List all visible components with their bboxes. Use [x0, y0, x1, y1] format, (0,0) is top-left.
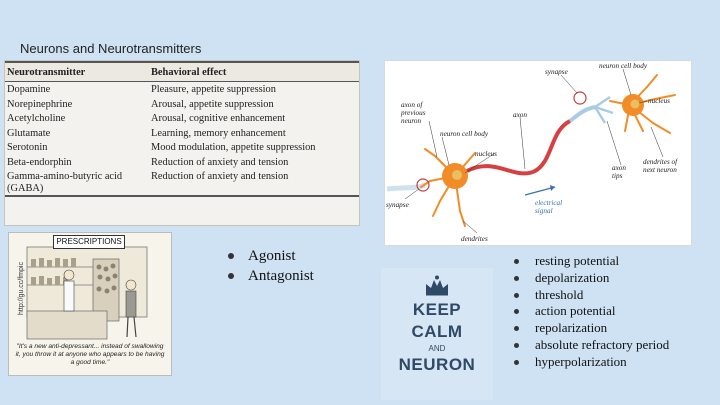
table-header-row: Neurotransmitter Behavioral effect [5, 61, 359, 82]
table-row: Serotonin Mood modulation, appetite suppr… [5, 140, 359, 155]
label-neuron-cell-body-mid: neuron cell body [440, 130, 489, 138]
keep-calm-line-2: CALM [411, 322, 463, 341]
agonist-list: Agonist Antagonist [226, 246, 314, 286]
table-row: Acetylcholine Arousal, cognitive enhancem… [5, 111, 359, 126]
cell-neurotransmitter: Acetylcholine [7, 113, 66, 124]
list-item: repolarization [512, 320, 669, 337]
keep-calm-line-1: KEEP [412, 300, 462, 319]
label-dendrites-of-next-neuron: dendrites of next neuron [643, 158, 678, 174]
label-dendrites: dendrites [461, 235, 488, 243]
list-item: action potential [512, 303, 669, 320]
cell-effect: Arousal, cognitive enhancement [151, 113, 286, 124]
cell-effect: Mood modulation, appetite suppression [151, 142, 316, 153]
neuron-illustration [386, 68, 676, 234]
cell-neurotransmitter: Serotonin [7, 142, 48, 153]
label-nucleus-right: nucleus [648, 97, 670, 105]
neuron-diagram: synapse neuron cell body nucleus axon of… [384, 60, 692, 246]
table-row: Glutamate Learning, memory enhancement [5, 126, 359, 141]
cartoon-url: http://gu.cc/fmpic [17, 262, 25, 315]
cell-neurotransmitter: Dopamine [7, 84, 51, 95]
list-item: absolute refractory period [512, 337, 669, 354]
cell-neurotransmitter: Beta-endorphin [7, 156, 72, 168]
pharmacy-cartoon: PRESCRIPTIONS http://gu.cc/fmpic "It's a… [8, 232, 172, 376]
label-electrical-signal: electrical signal [535, 199, 563, 215]
cell-effect: Reduction of anxiety and tension [151, 156, 289, 168]
cell-effect: Reduction of anxiety and tension [149, 169, 359, 197]
label-neuron-cell-body-top: neuron cell body [599, 62, 648, 70]
keep-calm-line-4: NEURON [398, 355, 476, 374]
cell-neurotransmitter: Glutamate [7, 127, 51, 139]
table-row: Norepinephrine Arousal, appetite suppress… [5, 97, 359, 112]
cell-effect: Pleasure, appetite suppression [151, 84, 276, 95]
label-axon-of-previous-neuron: axon of previous neuron [401, 101, 426, 125]
keep-calm-poster: KEEP CALM AND NEURON [381, 268, 493, 400]
prescriptions-sign: PRESCRIPTIONS [53, 235, 125, 249]
table-row: Dopamine Pleasure, appetite suppression [5, 82, 359, 97]
cell-effect: Learning, memory enhancement [151, 127, 286, 139]
cartoon-drawing [26, 246, 148, 340]
column-header-neurotransmitter: Neurotransmitter [5, 61, 149, 82]
label-axon: axon [513, 111, 527, 119]
list-item: hyperpolarization [512, 354, 669, 371]
neuron-terms-list: resting potential depolarization thresho… [512, 253, 669, 371]
cell-neurotransmitter: Norepinephrine [7, 98, 73, 110]
table-row: Gamma-amino-butyric acid (GABA)Reduction… [5, 169, 359, 197]
label-synapse-top: synapse [545, 68, 568, 76]
list-item: Antagonist [226, 266, 314, 286]
label-axon-tips: axon tips [612, 164, 626, 180]
list-item: resting potential [512, 253, 669, 270]
neurotransmitter-table-image: Neurotransmitter Behavioral effect Dopam… [4, 60, 360, 226]
label-synapse-left: synapse [386, 201, 409, 209]
cartoon-caption: "It's a new anti-depressant... instead o… [15, 343, 165, 366]
list-item: depolarization [512, 270, 669, 287]
keep-calm-line-3: AND [428, 344, 446, 353]
cell-neurotransmitter: Gamma-amino-butyric acid (GABA) [5, 169, 149, 197]
cell-effect: Arousal, appetite suppression [151, 98, 274, 110]
neurotransmitter-table: Neurotransmitter Behavioral effect Dopam… [5, 61, 359, 197]
slide-title: Neurons and Neurotransmitters [20, 41, 202, 56]
crown-icon [426, 275, 448, 296]
column-header-behavioral-effect: Behavioral effect [149, 61, 359, 82]
list-item: threshold [512, 287, 669, 304]
table-row: Beta-endorphin Reduction of anxiety and t… [5, 155, 359, 170]
list-item: Agonist [226, 246, 314, 266]
label-nucleus-mid: nucleus [475, 150, 497, 158]
